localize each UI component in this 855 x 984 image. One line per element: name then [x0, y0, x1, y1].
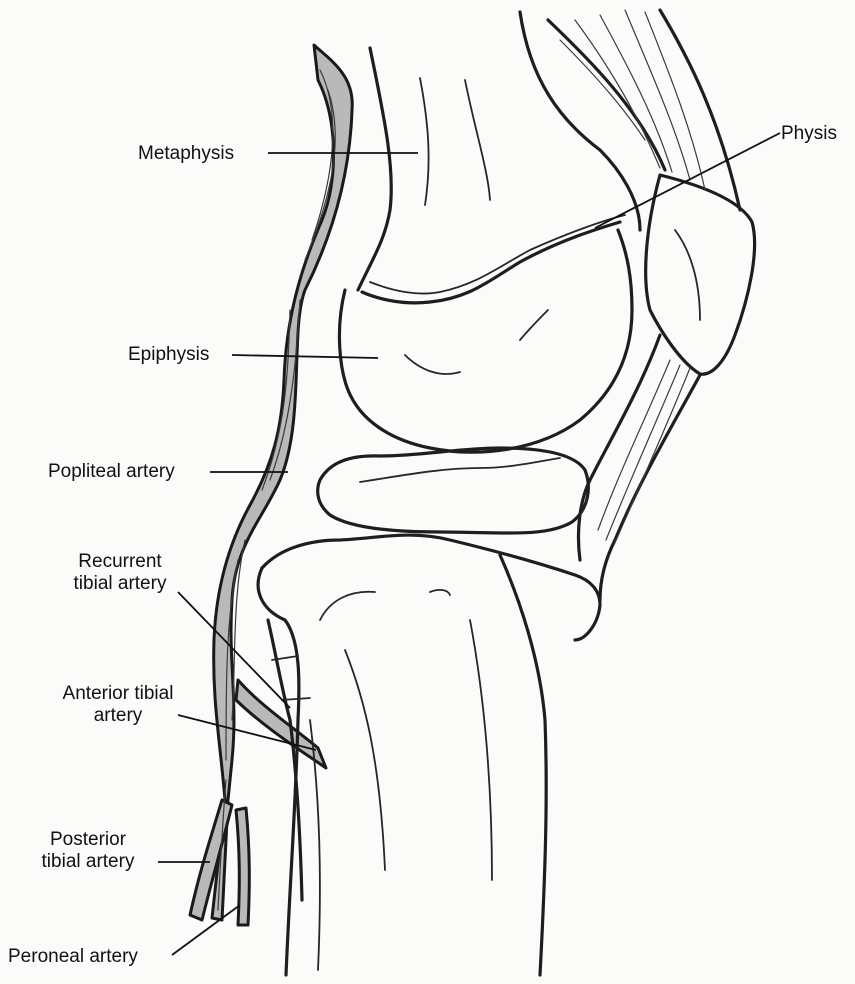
peroneal-branch: [234, 806, 251, 927]
tendon-texture: [597, 359, 691, 546]
quadriceps-tendon: [546, 18, 667, 172]
label-recurrent-tibial-artery: Recurrent tibial artery: [60, 551, 180, 595]
femur-shaft-outline: [356, 46, 393, 292]
label-anterior-line1: Anterior tibial: [62, 683, 174, 704]
tibia-shaft-posterior: [256, 566, 301, 977]
label-anterior-line2: artery: [93, 705, 143, 726]
label-anterior-tibial-artery: Anterior tibial artery: [45, 683, 191, 727]
tibia-shaft-anterior: [498, 553, 548, 977]
label-metaphysis: Metaphysis: [138, 143, 235, 164]
label-physis: Physis: [781, 123, 837, 144]
femoral-epiphysis: [337, 228, 634, 454]
artery-texture: [217, 69, 336, 911]
patellar-tendon: [576, 333, 662, 562]
label-peroneal-artery: Peroneal artery: [8, 946, 138, 967]
label-posterior-line1: Posterior: [49, 829, 127, 850]
patella: [644, 173, 757, 376]
label-popliteal-artery: Popliteal artery: [48, 461, 175, 482]
label-recurrent-line1: Recurrent: [78, 551, 162, 572]
label-posterior-line2: tibial artery: [41, 851, 135, 872]
femoral-physis: [360, 220, 622, 305]
popliteal-artery-vessel: [210, 43, 354, 922]
fibula: [266, 618, 304, 902]
meniscus: [316, 446, 590, 535]
quadriceps-texture: [559, 9, 706, 191]
anterior-tibial-branch: [234, 678, 328, 770]
leader-peroneal-artery: [171, 904, 241, 956]
label-posterior-tibial-artery: Posterior tibial artery: [26, 829, 150, 873]
leader-physis: [594, 132, 781, 229]
tibia-plateau: [260, 533, 602, 642]
leader-recurrent-tibial-artery: [177, 591, 291, 709]
label-epiphysis: Epiphysis: [128, 344, 210, 365]
femur-shaft-anterior: [518, 10, 642, 232]
label-recurrent-line2: tibial artery: [73, 573, 167, 594]
leader-anterior-tibial-artery: [177, 714, 317, 751]
leader-epiphysis: [231, 354, 379, 359]
posterior-tibial-branch: [188, 798, 234, 922]
